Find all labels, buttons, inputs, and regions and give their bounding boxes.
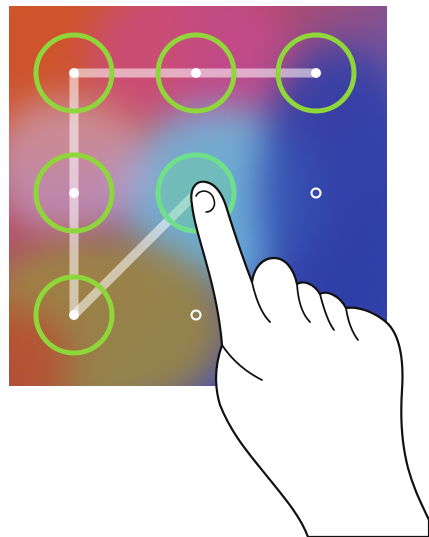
hand-outline [191,182,429,537]
